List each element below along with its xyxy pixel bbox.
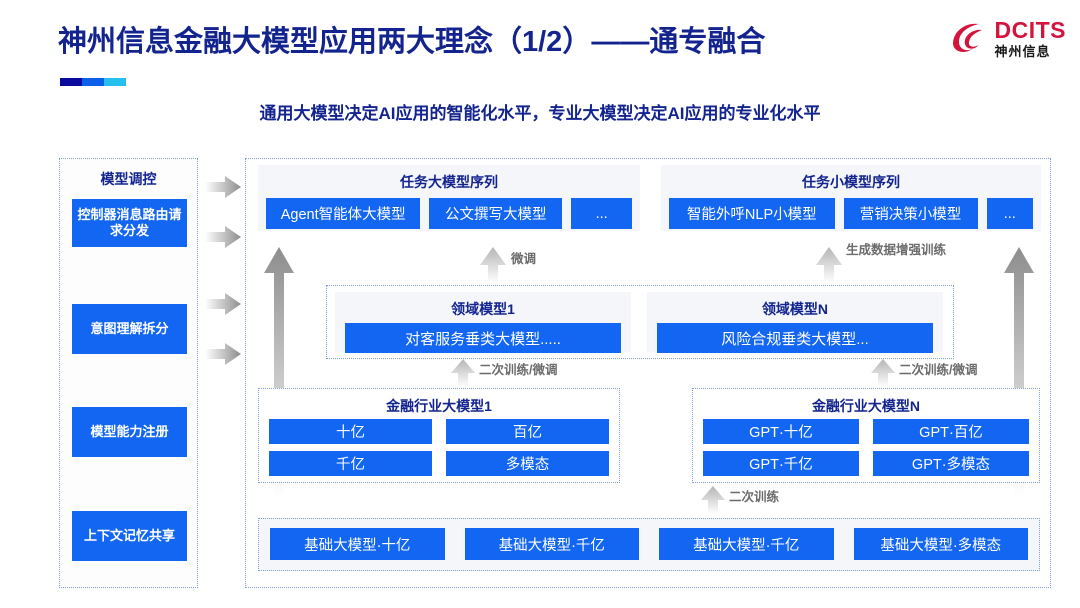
- domain-model-1: 领域模型1 对客服务垂类大模型.....: [335, 292, 631, 353]
- domain-model-n-title: 领域模型N: [761, 301, 829, 317]
- sidebar-title: 模型调控: [100, 171, 157, 187]
- base-model-cell-1[interactable]: 基础大模型·十亿: [270, 528, 445, 560]
- task-small-model-chips: 智能外呼NLP小模型 营销决策小模型 ...: [661, 192, 1041, 237]
- page-title: 神州信息金融大模型应用两大理念（1/2）——通专融合: [58, 26, 766, 58]
- domain-model-n-item[interactable]: 风险合规垂类大模型...: [657, 323, 933, 353]
- industry-cell-n-a[interactable]: GPT·十亿: [703, 419, 859, 444]
- sidebar-item-context-memory[interactable]: 上下文记忆共享: [72, 511, 187, 561]
- industry-model-1-grid: 十亿 百亿 千亿 多模态: [259, 416, 619, 484]
- accent-bar: [60, 78, 126, 86]
- page-subtitle: 通用大模型决定AI应用的智能化水平，专业大模型决定AI应用的专业化水平: [259, 104, 821, 123]
- arrow-up-icon-left-long: [264, 247, 294, 502]
- chip-agent-model[interactable]: Agent智能体大模型: [266, 198, 421, 229]
- task-large-model-group: 任务大模型序列 Agent智能体大模型 公文撰写大模型 ...: [258, 165, 640, 231]
- industry-model-1-title: 金融行业大模型1: [386, 398, 492, 414]
- sidebar-item-capability-registry[interactable]: 模型能力注册: [72, 407, 187, 457]
- arrow-right-icon-2: [205, 226, 241, 248]
- label-gen-data-aug: 生成数据增强训练: [846, 243, 946, 257]
- sidebar-panel: 模型调控 控制器消息路由请求分发 意图理解拆分 模型能力注册 上下文记忆共享: [59, 158, 198, 588]
- arrow-right-icon-4: [205, 343, 241, 365]
- domain-model-1-title: 领域模型1: [451, 301, 515, 317]
- domain-models-container: 领域模型1 对客服务垂类大模型..... 领域模型N 风险合规垂类大模型...: [326, 285, 954, 359]
- industry-cell-1-d[interactable]: 多模态: [446, 451, 609, 476]
- industry-cell-1-c[interactable]: 千亿: [269, 451, 432, 476]
- industry-cell-n-d[interactable]: GPT·多模态: [873, 451, 1029, 476]
- dcits-swirl-icon: [949, 18, 989, 58]
- industry-cell-1-a[interactable]: 十亿: [269, 419, 432, 444]
- industry-model-n-title: 金融行业大模型N: [811, 398, 921, 414]
- base-model-cell-2[interactable]: 基础大模型·千亿: [464, 528, 639, 560]
- arrow-up-icon-data-aug: [816, 247, 842, 288]
- industry-model-n-box: 金融行业大模型N GPT·十亿 GPT·百亿 GPT·千亿 GPT·多模态: [692, 388, 1040, 483]
- domain-model-1-item[interactable]: 对客服务垂类大模型.....: [345, 323, 621, 353]
- arrow-up-icon-retrain-right: [871, 359, 895, 392]
- main-architecture-panel: 任务大模型序列 Agent智能体大模型 公文撰写大模型 ... 任务小模型序列 …: [245, 158, 1051, 588]
- base-models-box: 基础大模型·十亿 基础大模型·千亿 基础大模型·千亿 基础大模型·多模态: [258, 518, 1040, 571]
- sidebar-item-intent-parsing[interactable]: 意图理解拆分: [72, 304, 187, 354]
- arrow-up-icon-finetune: [480, 247, 506, 288]
- industry-model-n-grid: GPT·十亿 GPT·百亿 GPT·千亿 GPT·多模态: [693, 416, 1039, 484]
- chip-outbound-nlp-model[interactable]: 智能外呼NLP小模型: [669, 198, 835, 229]
- arrow-up-icon-retrain-left: [451, 359, 475, 392]
- domain-model-n: 领域模型N 风险合规垂类大模型...: [647, 292, 943, 353]
- base-models-row: 基础大模型·十亿 基础大模型·千亿 基础大模型·千亿 基础大模型·多模态: [259, 519, 1039, 569]
- arrow-up-icon-right-long: [1004, 247, 1034, 502]
- arrow-right-icon-1: [205, 176, 241, 198]
- task-large-model-title: 任务大模型序列: [400, 174, 498, 190]
- task-small-model-group: 任务小模型序列 智能外呼NLP小模型 营销决策小模型 ...: [661, 165, 1041, 231]
- industry-cell-n-c[interactable]: GPT·千亿: [703, 451, 859, 476]
- label-fine-tune: 微调: [511, 252, 537, 266]
- task-large-model-chips: Agent智能体大模型 公文撰写大模型 ...: [258, 192, 640, 237]
- industry-cell-n-b[interactable]: GPT·百亿: [873, 419, 1029, 444]
- label-retrain: 二次训练: [729, 490, 780, 504]
- industry-model-1-box: 金融行业大模型1 十亿 百亿 千亿 多模态: [258, 388, 620, 483]
- task-small-model-title: 任务小模型序列: [802, 174, 900, 190]
- base-model-cell-4[interactable]: 基础大模型·多模态: [853, 528, 1028, 560]
- industry-cell-1-b[interactable]: 百亿: [446, 419, 609, 444]
- label-gen-data-aug-text: 生成数据增强训练: [846, 243, 947, 257]
- logo-text-cn: 神州信息: [994, 43, 1051, 59]
- chip-more-small[interactable]: ...: [986, 198, 1033, 229]
- arrow-up-icon-retrain-base: [701, 486, 725, 519]
- chip-more-large[interactable]: ...: [571, 198, 632, 229]
- logo-text-en: DCITS: [994, 16, 1066, 43]
- label-retrain-finetune-right: 二次训练/微调: [899, 363, 978, 377]
- arrow-right-icon-3: [205, 293, 241, 315]
- brand-logo: DCITS 神州信息: [949, 18, 1067, 58]
- chip-marketing-decision-model[interactable]: 营销决策小模型: [843, 198, 978, 229]
- sidebar-item-controller-routing[interactable]: 控制器消息路由请求分发: [72, 199, 187, 247]
- chip-doc-writing-model[interactable]: 公文撰写大模型: [429, 198, 563, 229]
- base-model-cell-3[interactable]: 基础大模型·千亿: [659, 528, 834, 560]
- label-retrain-finetune-left: 二次训练/微调: [479, 363, 558, 377]
